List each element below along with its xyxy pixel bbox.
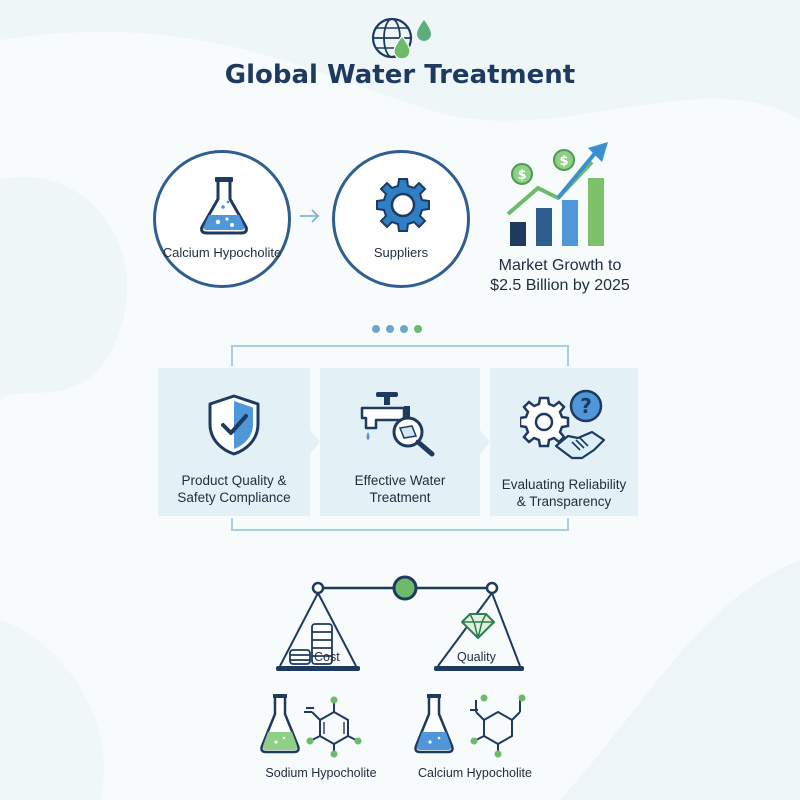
market-line1: Market Growth to [498, 257, 622, 274]
pagination-dots [372, 320, 432, 333]
dot [414, 325, 422, 333]
shield-check-icon [208, 394, 260, 456]
card-effective-treatment: Effective Water Treatment [320, 368, 480, 516]
dot [400, 325, 408, 333]
calcium-hypocholite-label: Calcium Hypocholite [418, 766, 532, 780]
card-reliability-transparency: ? Evaluating Reliability & Transparency [490, 368, 638, 516]
page-title: Global Water Treatment [224, 60, 576, 90]
calcium-hypocholite-icon [414, 694, 526, 758]
quality-label: Quality [457, 650, 496, 664]
svg-text:$: $ [517, 168, 526, 183]
cost-label: Cost [314, 650, 340, 664]
svg-text:?: ? [580, 394, 592, 418]
growth-chart-icon: $ $ [506, 142, 608, 246]
chevron-divider [476, 368, 490, 516]
coins-icon [289, 623, 333, 665]
diamond-icon [461, 613, 495, 639]
balance-scale-icon [276, 575, 524, 671]
calcium-hypocholite-circle: Calcium Hypocholite [153, 150, 291, 288]
card2-line2: Treatment [369, 490, 431, 505]
card3-line1: Evaluating Reliability [501, 477, 627, 492]
globe-water-drops-icon [371, 17, 431, 60]
dot [372, 325, 380, 333]
svg-text:$: $ [559, 154, 568, 169]
card3-label: Evaluating Reliability & Transparency [490, 476, 638, 510]
suppliers-circle: Suppliers [332, 150, 470, 288]
card2-line1: Effective Water [354, 473, 446, 488]
card1-line1: Product Quality & [181, 473, 287, 488]
arrow-right-icon [300, 209, 320, 223]
step1-label: Calcium Hypocholite [162, 245, 282, 260]
card-quality-compliance: Product Quality & Safety Compliance [158, 368, 310, 516]
market-growth-label: Market Growth to $2.5 Billion by 2025 [470, 256, 650, 296]
market-line2: $2.5 Billion by 2025 [490, 277, 630, 294]
sodium-hypocholite-label: Sodium Hypocholite [265, 766, 377, 780]
gear-icon [376, 178, 430, 232]
chevron-divider [306, 368, 320, 516]
flask-icon [200, 177, 248, 235]
dot [386, 325, 394, 333]
card3-line2: & Transparency [516, 494, 612, 509]
card1-line2: Safety Compliance [177, 490, 291, 505]
faucet-magnifier-icon [360, 392, 435, 457]
gear-handshake-icon: ? [520, 389, 606, 460]
card2-label: Effective Water Treatment [320, 472, 480, 506]
sodium-hypocholite-icon [260, 694, 362, 758]
card1-label: Product Quality & Safety Compliance [158, 472, 310, 506]
step2-label: Suppliers [373, 245, 429, 260]
